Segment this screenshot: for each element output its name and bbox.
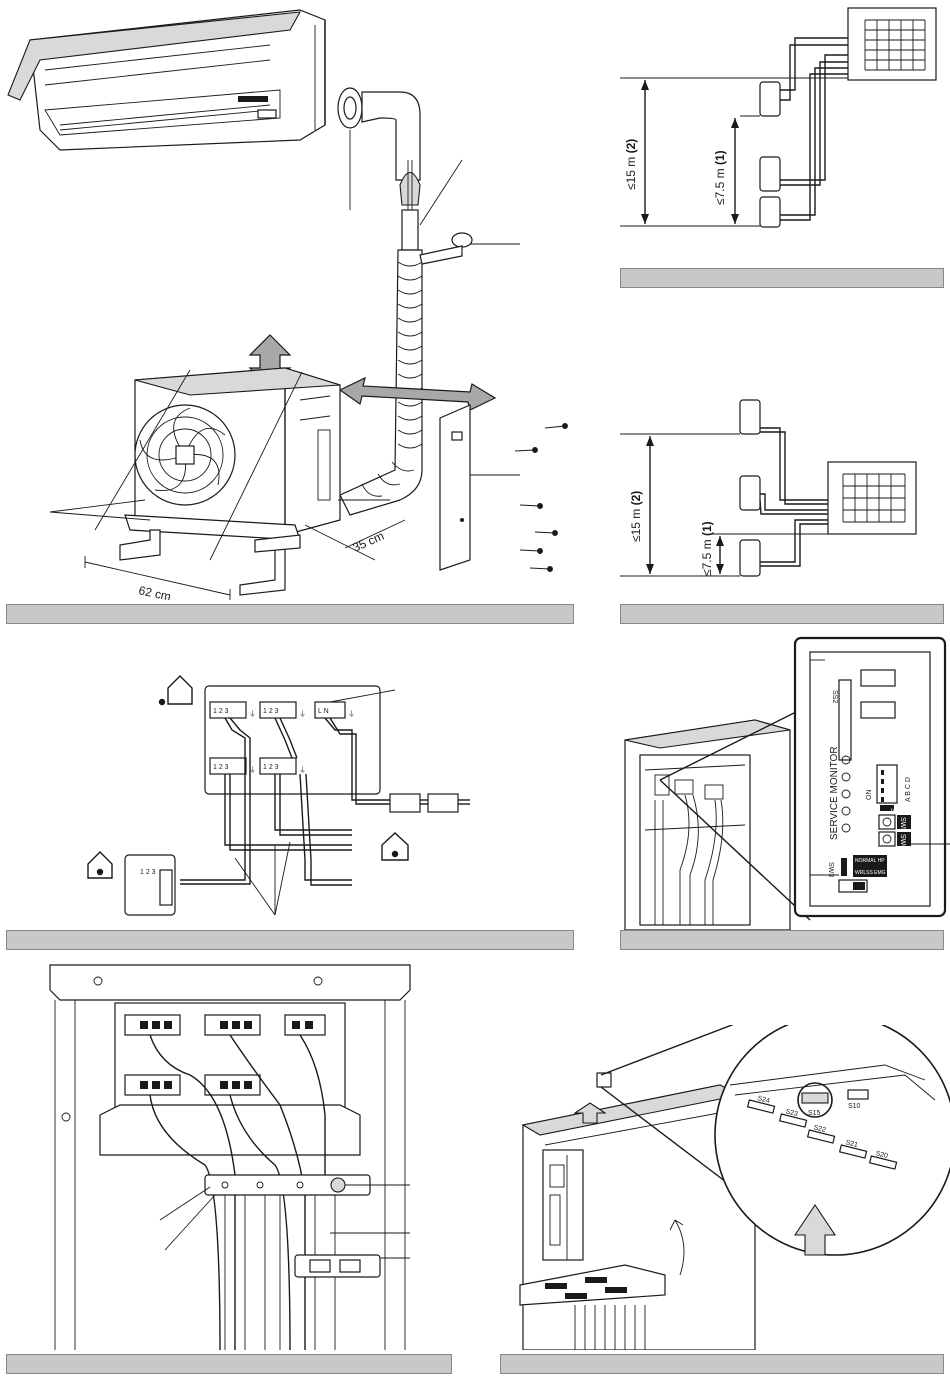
figure-service-monitor: SS2 SERVICE MONITOR ON A B C D SW4 SW5 S… — [615, 630, 950, 930]
height-total-label: ≤15 m — [624, 157, 638, 190]
outdoor-unit-middle — [828, 462, 916, 534]
height-drawing-middle: ≤15 m (2) ≤7.5 m (1) — [615, 390, 950, 600]
svg-text:⏚: ⏚ — [299, 710, 306, 718]
svg-text:1 2 3: 1 2 3 — [263, 764, 279, 771]
svg-text:S10: S10 — [848, 1103, 861, 1110]
wall-plate — [440, 405, 520, 570]
dimension-62cm: 62 cm — [85, 556, 230, 600]
svg-text:≤15 m (2): ≤15 m (2) — [629, 491, 643, 542]
svg-text:L N: L N — [318, 708, 329, 715]
sw6-label: SW6 — [899, 834, 906, 849]
height-partial-label-2: ≤7.5 m — [700, 539, 714, 576]
house-icon — [160, 676, 193, 705]
figure-installation: 62 cm 35 cm — [0, 0, 580, 600]
figure-height-outdoor-middle: ≤15 m (2) ≤7.5 m (1) — [615, 390, 950, 600]
service-monitor-drawing: SS2 SERVICE MONITOR ON A B C D SW4 SW5 S… — [615, 630, 950, 930]
pipe-route — [338, 88, 520, 515]
terminal-detail-drawing — [0, 955, 460, 1350]
terminal-row-top — [125, 1015, 325, 1035]
pipes-middle — [760, 428, 828, 566]
figure-terminal-detail — [0, 955, 460, 1350]
abcd-label: A B C D — [905, 777, 912, 802]
caption-bar-fig1 — [6, 604, 574, 624]
service-monitor-label: SERVICE MONITOR — [829, 746, 840, 840]
ss2-label: SS2 — [831, 690, 838, 703]
height-partial-ref-2: (1) — [700, 521, 714, 536]
svg-text:≤15 m (2): ≤15 m (2) — [624, 139, 638, 190]
svg-text:≤7.5 m (1): ≤7.5 m (1) — [700, 521, 714, 576]
wiring-drawing: 1 2 3 ⏚ 1 2 3 ⏚ L N ⏚ 1 2 3 ⏚ 1 2 3 ⏚ — [0, 630, 580, 930]
switch-location-drawing: S24 S23 S15 S10 S22 S21 S20 — [505, 1025, 950, 1350]
on-label: ON — [866, 790, 873, 801]
installation-drawing: 62 cm 35 cm — [0, 0, 580, 600]
caption-bar-fig2 — [620, 268, 944, 288]
height-total-label-2: ≤15 m — [629, 509, 643, 542]
svg-text:1 2 3: 1 2 3 — [213, 708, 229, 715]
outdoor-unit-top — [848, 8, 936, 80]
svg-text:S15: S15 — [808, 1110, 821, 1117]
height-total-ref-2: (2) — [629, 491, 643, 506]
pipes-top — [780, 38, 848, 220]
svg-text:⏚: ⏚ — [299, 766, 306, 774]
house-icon-right — [382, 833, 408, 860]
svg-text:≤7.5 m (1): ≤7.5 m (1) — [713, 150, 727, 205]
caption-bar-fig4 — [6, 930, 574, 950]
svg-text:⏚: ⏚ — [249, 710, 256, 718]
indoor-unit — [8, 10, 325, 150]
indoor-units-middle — [740, 400, 760, 576]
house-icon-left — [88, 852, 112, 878]
figure-wiring: 1 2 3 ⏚ 1 2 3 ⏚ L N ⏚ 1 2 3 ⏚ 1 2 3 ⏚ — [0, 630, 580, 930]
height-drawing-top: ≤15 m (2) ≤7.5 m (1) — [615, 0, 950, 268]
remote-terminal-label: 1 2 3 — [140, 869, 156, 876]
svg-text:⏚: ⏚ — [348, 710, 355, 718]
caption-bar-fig3 — [620, 604, 944, 624]
svg-text:1 2 3: 1 2 3 — [213, 764, 229, 771]
height-total-ref: (2) — [624, 139, 638, 154]
svg-text:1 2 3: 1 2 3 — [263, 708, 279, 715]
screws — [515, 424, 568, 572]
wrlss-emg-label: WRLSS EMG — [855, 870, 886, 876]
normal-hp-label: NORMAL HP — [855, 858, 885, 864]
figure-switch-location: S24 S23 S15 S10 S22 S21 S20 — [505, 1025, 950, 1350]
dim-depth-label: 35 cm — [351, 529, 387, 555]
caption-bar-fig7 — [500, 1354, 944, 1374]
height-partial-label: ≤7.5 m — [713, 168, 727, 205]
sw5-label: SW5 — [899, 817, 906, 832]
height-partial-ref: (1) — [713, 150, 727, 165]
figure-height-outdoor-above: ≤15 m (2) ≤7.5 m (1) — [615, 0, 950, 268]
cable-clamp-lower — [295, 1255, 380, 1277]
outdoor-unit — [50, 368, 340, 595]
dim-width-label: 62 cm — [137, 583, 172, 600]
indoor-units-top — [760, 82, 780, 227]
caption-bar-fig5 — [620, 930, 944, 950]
caption-bar-fig6 — [6, 1354, 452, 1374]
